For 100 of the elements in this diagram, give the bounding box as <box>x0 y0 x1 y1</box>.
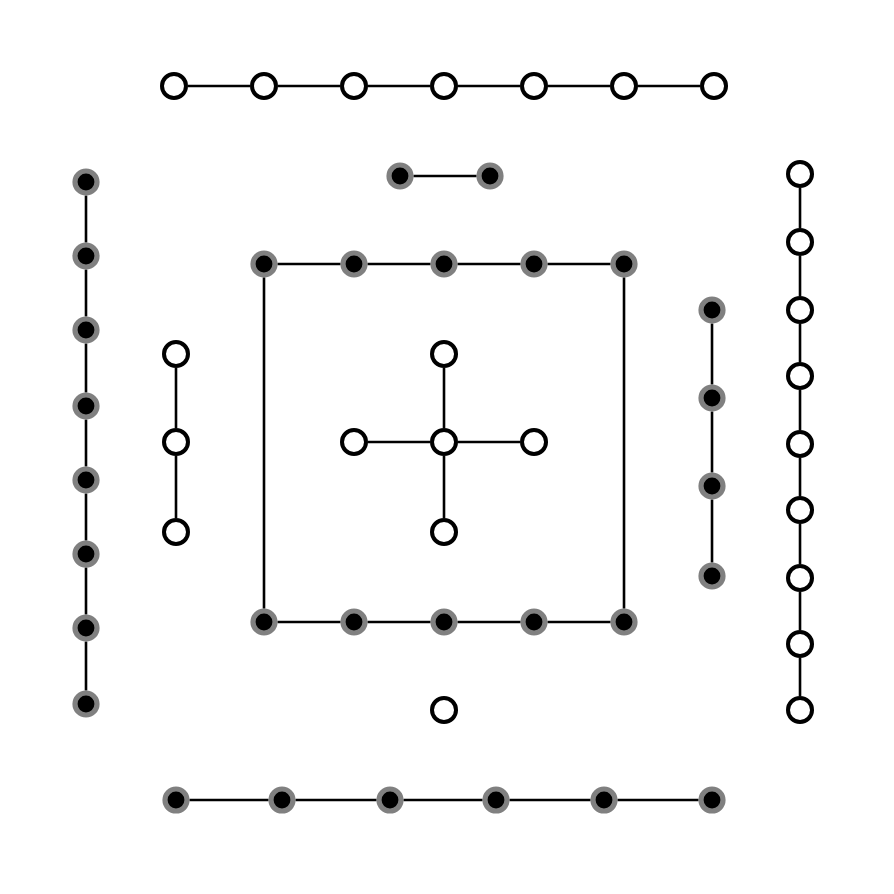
edge-line <box>262 277 266 609</box>
open-circle-node <box>520 72 548 100</box>
open-circle-node <box>700 72 728 100</box>
edge-line <box>188 84 250 88</box>
filled-dot-node <box>698 384 726 412</box>
edge-line <box>403 798 483 802</box>
edge-line <box>458 84 520 88</box>
edge-line <box>413 174 477 178</box>
filled-dot-node <box>698 786 726 814</box>
open-circle-node <box>786 430 814 458</box>
filled-dot-node <box>72 242 100 270</box>
edge-line <box>798 188 802 228</box>
open-circle-node <box>610 72 638 100</box>
open-circle-node <box>786 630 814 658</box>
open-circle-node <box>250 72 278 100</box>
open-circle-node <box>340 428 368 456</box>
open-circle-node <box>430 340 458 368</box>
open-circle-node <box>520 428 548 456</box>
edge-line <box>798 324 802 362</box>
filled-dot-node <box>72 614 100 642</box>
edge-line <box>710 499 714 563</box>
open-circle-node <box>786 496 814 524</box>
edge-line <box>798 592 802 630</box>
open-circle-node <box>162 340 190 368</box>
edge-line <box>442 368 446 428</box>
filled-dot-node <box>376 786 404 814</box>
edge-line <box>509 798 591 802</box>
open-circle-node <box>160 72 188 100</box>
edge-line <box>277 262 341 266</box>
open-circle-node <box>786 362 814 390</box>
filled-dot-node <box>698 562 726 590</box>
edge-line <box>457 262 521 266</box>
filled-dot-node <box>72 540 100 568</box>
filled-dot-node <box>520 608 548 636</box>
edge-line <box>84 343 88 393</box>
filled-dot-node <box>476 162 504 190</box>
edge-line <box>174 368 178 428</box>
edge-line <box>84 419 88 467</box>
edge-line <box>710 411 714 473</box>
open-circle-node <box>786 696 814 724</box>
edge-line <box>458 440 520 444</box>
filled-dot-node <box>72 168 100 196</box>
edge-line <box>798 524 802 564</box>
edge-line <box>798 458 802 496</box>
open-circle-node <box>430 72 458 100</box>
edge-line <box>798 390 802 430</box>
edge-line <box>710 323 714 385</box>
edge-line <box>84 195 88 243</box>
edge-line <box>367 262 431 266</box>
edge-line <box>798 256 802 296</box>
open-circle-node <box>786 228 814 256</box>
filled-dot-node <box>162 786 190 814</box>
edge-line <box>798 658 802 696</box>
edge-line <box>547 620 611 624</box>
edge-line <box>368 84 430 88</box>
edge-line <box>547 262 611 266</box>
filled-dot-node <box>590 786 618 814</box>
open-circle-node <box>340 72 368 100</box>
filled-dot-node <box>386 162 414 190</box>
edge-line <box>367 620 431 624</box>
edge-line <box>174 456 178 518</box>
filled-dot-node <box>610 250 638 278</box>
filled-dot-node <box>698 472 726 500</box>
edge-line <box>622 277 626 609</box>
edge-line <box>84 493 88 541</box>
filled-dot-node <box>610 608 638 636</box>
open-circle-node <box>786 296 814 324</box>
filled-dot-node <box>430 608 458 636</box>
filled-dot-node <box>340 250 368 278</box>
edge-line <box>548 84 610 88</box>
edge-line <box>295 798 377 802</box>
open-circle-node <box>162 518 190 546</box>
filled-dot-node <box>482 786 510 814</box>
edge-line <box>278 84 340 88</box>
edge-line <box>84 567 88 615</box>
filled-dot-node <box>72 466 100 494</box>
filled-dot-node <box>250 608 278 636</box>
edge-line <box>457 620 521 624</box>
filled-dot-node <box>250 250 278 278</box>
edge-line <box>277 620 341 624</box>
open-circle-node <box>786 160 814 188</box>
edge-line <box>368 440 430 444</box>
open-circle-node <box>162 428 190 456</box>
open-circle-node <box>786 564 814 592</box>
filled-dot-node <box>698 296 726 324</box>
filled-dot-node <box>72 316 100 344</box>
filled-dot-node <box>72 690 100 718</box>
open-circle-node <box>430 428 458 456</box>
filled-dot-node <box>340 608 368 636</box>
open-circle-node <box>430 518 458 546</box>
edge-line <box>189 798 269 802</box>
open-circle-node <box>430 696 458 724</box>
filled-dot-node <box>72 392 100 420</box>
edge-line <box>617 798 699 802</box>
edge-line <box>84 641 88 691</box>
filled-dot-node <box>520 250 548 278</box>
edge-line <box>84 269 88 317</box>
edge-line <box>638 84 700 88</box>
filled-dot-node <box>268 786 296 814</box>
edge-line <box>442 456 446 518</box>
